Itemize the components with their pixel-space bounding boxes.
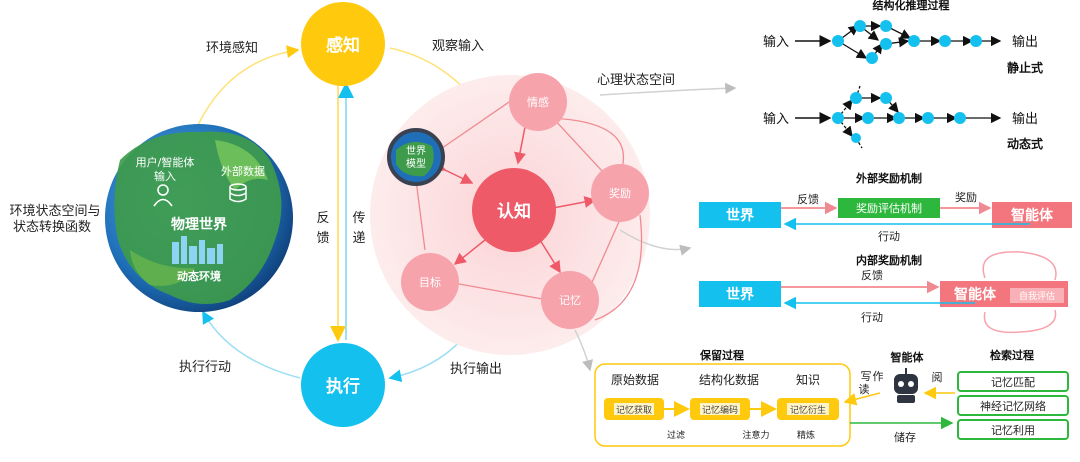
earth-globe xyxy=(105,124,293,312)
robot-icon xyxy=(894,368,918,403)
internal-agent-label: 智能体 xyxy=(953,286,997,303)
reward-evaluator-label: 奖励评估机制 xyxy=(856,201,922,215)
internal-feedback-label: 反馈 xyxy=(861,269,883,282)
user-agent-input-line-2: 输入 xyxy=(154,169,176,183)
external-reward-label: 奖励 xyxy=(955,190,977,204)
cognition-node xyxy=(472,168,556,252)
database-icon xyxy=(229,183,247,203)
raw-data-label: 原始数据 xyxy=(611,372,659,387)
memory-agent-title: 智能体 xyxy=(891,350,925,364)
world-caption-line-2: 状态转换函数 xyxy=(13,220,91,235)
dynamic-input-label: 输入 xyxy=(763,111,789,127)
action-node xyxy=(301,343,385,427)
memory-label: 记忆 xyxy=(559,294,581,307)
self-eval-loop-bottom xyxy=(983,309,1057,334)
internal-reward-title: 内部奖励机制 xyxy=(856,253,922,267)
self-eval-label: 自我评估 xyxy=(1019,290,1055,302)
static-reasoning-graph xyxy=(795,20,1002,64)
filter-label: 过滤 xyxy=(667,429,685,441)
external-agent-label: 智能体 xyxy=(1010,207,1054,224)
acquire-label: 记忆获取 xyxy=(616,404,652,416)
internal-action-label: 行动 xyxy=(861,311,883,324)
attention-label: 注意力 xyxy=(742,429,769,441)
env-perception-label: 环境感知 xyxy=(206,40,258,56)
env-perception-arrow xyxy=(197,45,300,126)
internal-world-box xyxy=(699,281,781,307)
mind-to-reasoning-arrow xyxy=(599,82,737,96)
user-agent-input-line-1: 用户/智能体 xyxy=(136,155,195,169)
knowledge-label: 知识 xyxy=(796,373,820,387)
cognition-links xyxy=(432,115,597,274)
static-output-label: 输出 xyxy=(1012,34,1038,50)
internal-world-label: 世界 xyxy=(726,286,755,303)
emotion-node xyxy=(509,73,567,131)
action-label: 执行 xyxy=(326,376,360,397)
dynamic-output-label: 输出 xyxy=(1012,111,1038,127)
write-char-2: 作 xyxy=(873,370,884,383)
observe-input-label: 观察输入 xyxy=(432,38,484,54)
retrieve-item-network-label: 神经记忆网络 xyxy=(980,399,1046,413)
derive-label: 记忆衍生 xyxy=(790,404,826,416)
retain-title: 保留过程 xyxy=(699,348,744,362)
write-char-1: 写 xyxy=(861,370,872,383)
transfer-char-2: 递 xyxy=(352,231,365,246)
write-arrow xyxy=(843,392,881,406)
mind-space-label: 心理状态空间 xyxy=(597,73,675,88)
city-skyline-icon xyxy=(172,236,223,264)
external-action-label: 行动 xyxy=(878,230,900,243)
physical-world-label: 物理世界 xyxy=(171,216,228,233)
cognition-label: 认知 xyxy=(497,201,531,222)
external-world-label: 世界 xyxy=(726,207,755,224)
structured-data-label: 结构化数据 xyxy=(699,372,759,387)
transfer-char-1: 传 xyxy=(352,211,365,226)
world-model-line-2: 模型 xyxy=(406,157,426,170)
retrieve-item-use xyxy=(957,419,1069,440)
external-feedback-label: 反馈 xyxy=(797,193,819,206)
execute-action-arrow xyxy=(202,310,301,379)
encode-label: 记忆编码 xyxy=(702,404,738,416)
world-model-globe xyxy=(387,128,445,186)
execute-output-label: 执行输出 xyxy=(450,361,502,377)
world-caption-line-1: 环境状态空间与 xyxy=(9,204,100,219)
reward-label: 奖励 xyxy=(609,186,631,200)
user-icon xyxy=(153,184,173,207)
feedback-char-1: 反 xyxy=(316,211,329,226)
retrieve-title: 检索过程 xyxy=(990,348,1034,362)
retrieve-item-network xyxy=(957,395,1069,416)
reward-node xyxy=(591,164,649,222)
retrieve-item-use-label: 记忆利用 xyxy=(991,424,1035,437)
external-world-box xyxy=(699,202,781,228)
goal-node xyxy=(401,253,459,311)
retrieve-item-match-label: 记忆匹配 xyxy=(991,376,1035,389)
retrieve-item-match xyxy=(957,371,1069,392)
perception-label: 感知 xyxy=(326,35,360,56)
world-model-line-1: 世界 xyxy=(406,145,426,157)
emotion-label: 情感 xyxy=(527,96,549,109)
dynamic-type-label: 动态式 xyxy=(1007,136,1043,151)
refine-label: 精炼 xyxy=(797,429,815,441)
static-input-label: 输入 xyxy=(763,34,789,50)
external-reward-title: 外部奖励机制 xyxy=(855,171,922,185)
mind-to-memory-arrow xyxy=(574,329,594,372)
self-eval-box xyxy=(1010,288,1064,303)
self-eval-loop-top xyxy=(982,251,1057,281)
read-char: 读 xyxy=(859,382,870,396)
execute-action-label: 执行行动 xyxy=(179,360,231,375)
perception-node xyxy=(301,2,385,86)
feedback-char-2: 馈 xyxy=(316,231,329,246)
static-type-label: 静止式 xyxy=(1007,60,1043,75)
consult-char: 阅 xyxy=(932,371,943,384)
goal-label: 目标 xyxy=(419,275,441,289)
memory-node xyxy=(541,271,599,329)
dynamic-env-label: 动态环境 xyxy=(177,269,221,283)
reasoning-title: 结构化推理过程 xyxy=(872,0,950,12)
dynamic-reasoning-graph xyxy=(795,85,1002,149)
external-data-label: 外部数据 xyxy=(221,164,265,178)
store-label: 储存 xyxy=(894,430,916,444)
reward-evaluator-box xyxy=(838,198,940,218)
mind-to-reward-arrow xyxy=(619,229,692,256)
